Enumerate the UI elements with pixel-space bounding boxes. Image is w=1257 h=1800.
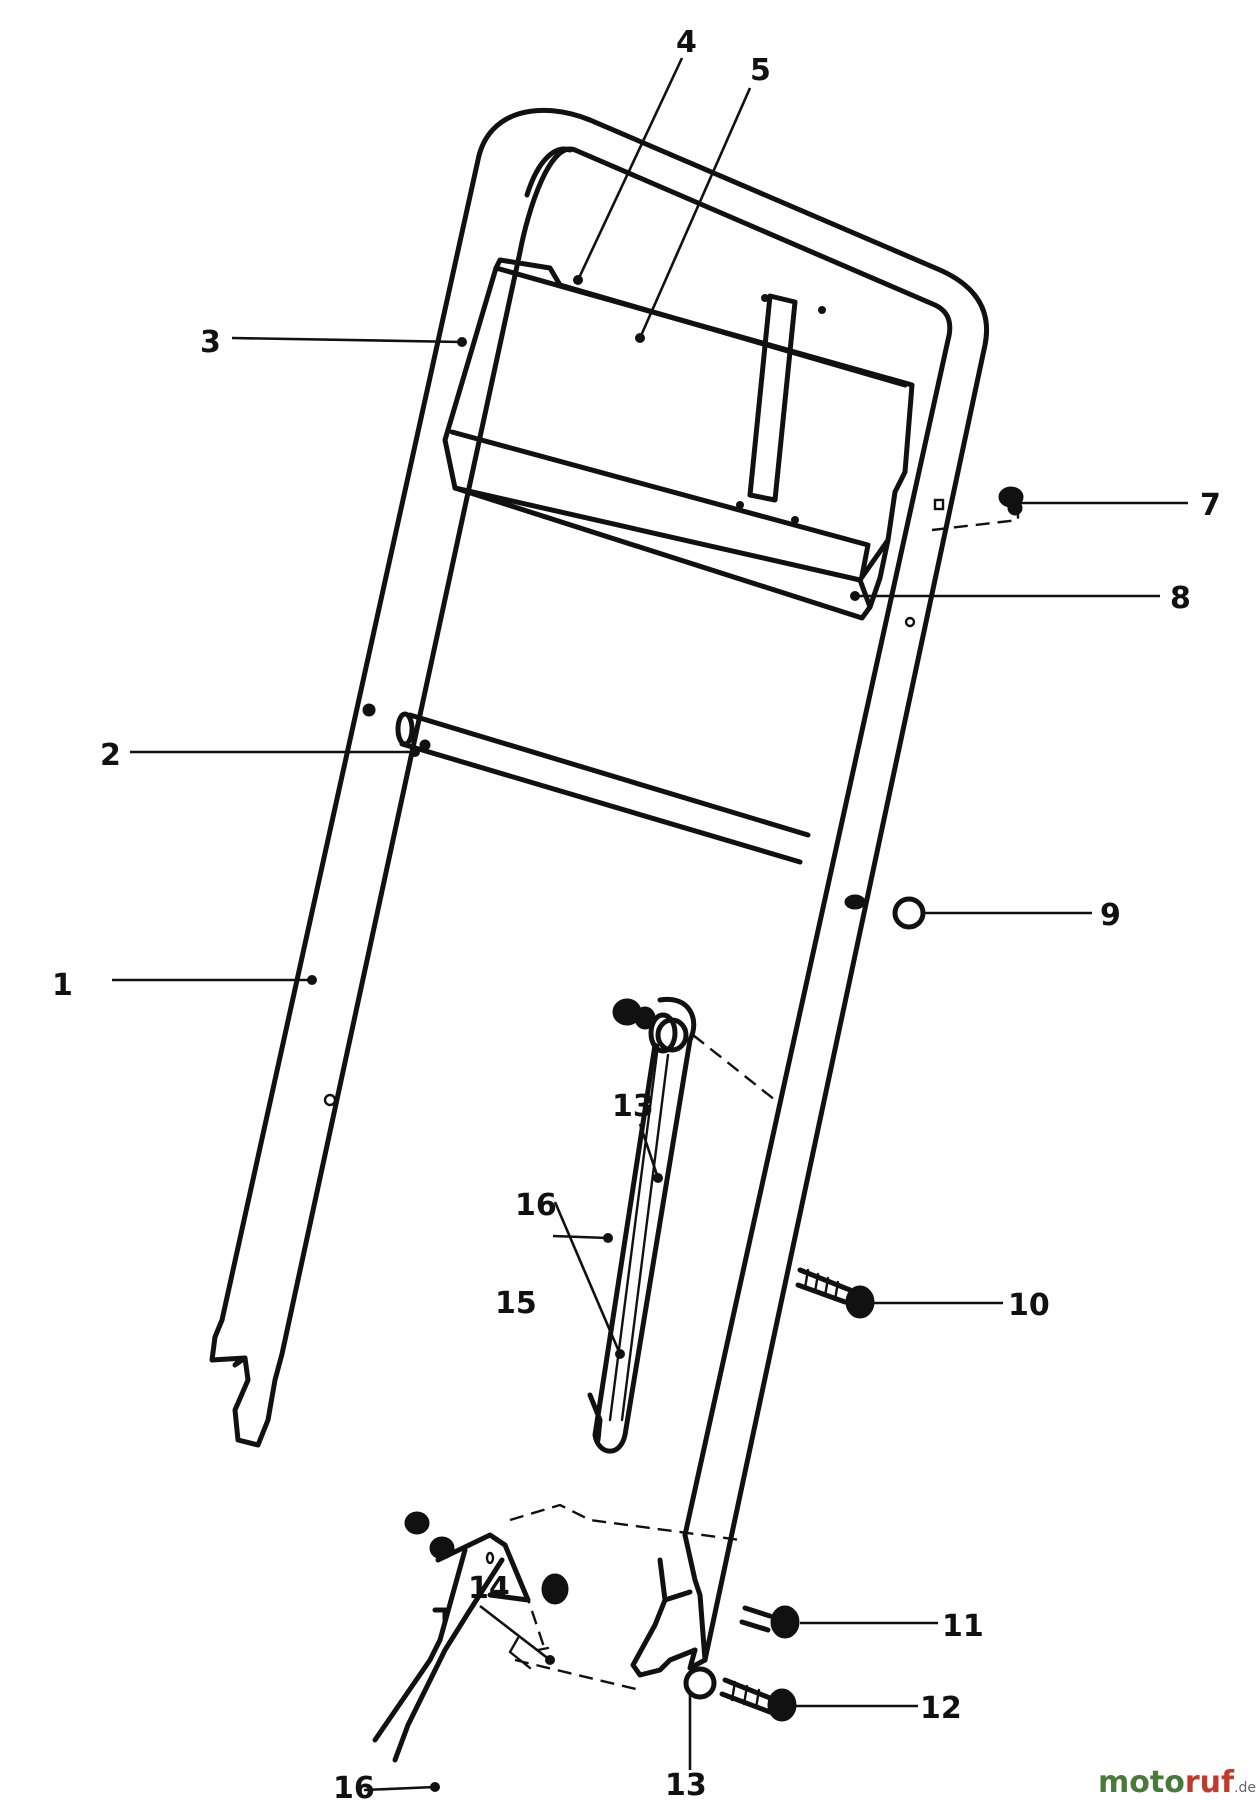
- label-15: 15: [495, 1286, 537, 1321]
- leader-lines: [112, 57, 1188, 1792]
- label-2: 2: [100, 738, 121, 773]
- label-5: 5: [750, 53, 771, 88]
- label-8: 8: [1170, 581, 1191, 616]
- label-7: 7: [1200, 488, 1221, 523]
- nut-16a: [612, 998, 656, 1030]
- lever-assembly: [587, 996, 697, 1454]
- bolt-10: [795, 1267, 875, 1319]
- label-9: 9: [1100, 898, 1121, 933]
- cross-tube: [395, 711, 811, 865]
- label-4: 4: [676, 25, 697, 60]
- label-1: 1: [52, 968, 73, 1003]
- control-panel: [442, 257, 915, 621]
- callout-labels: 1 2 3 4 5 7 8 9 10 11 12 13 13 14 15 16 …: [52, 25, 1221, 1800]
- label-16a: 16: [515, 1188, 557, 1223]
- label-14: 14: [468, 1571, 510, 1606]
- svg-text:motoruf.de: motoruf.de: [1098, 1765, 1256, 1800]
- label-13b: 13: [665, 1768, 707, 1800]
- label-13a: 13: [612, 1089, 654, 1124]
- knob-7: [998, 486, 1024, 516]
- bolt-11: [739, 1605, 800, 1639]
- lower-bracket: [372, 1532, 531, 1763]
- handle-frame: [209, 107, 990, 1678]
- label-16b: 16: [333, 1771, 375, 1800]
- nut-9: [844, 894, 926, 930]
- label-3: 3: [200, 325, 221, 360]
- label-12: 12: [920, 1691, 962, 1726]
- label-10: 10: [1008, 1288, 1050, 1323]
- watermark-logo: motoruf.de: [1098, 1765, 1256, 1800]
- label-11: 11: [942, 1609, 984, 1644]
- bolt-12: [683, 1666, 797, 1722]
